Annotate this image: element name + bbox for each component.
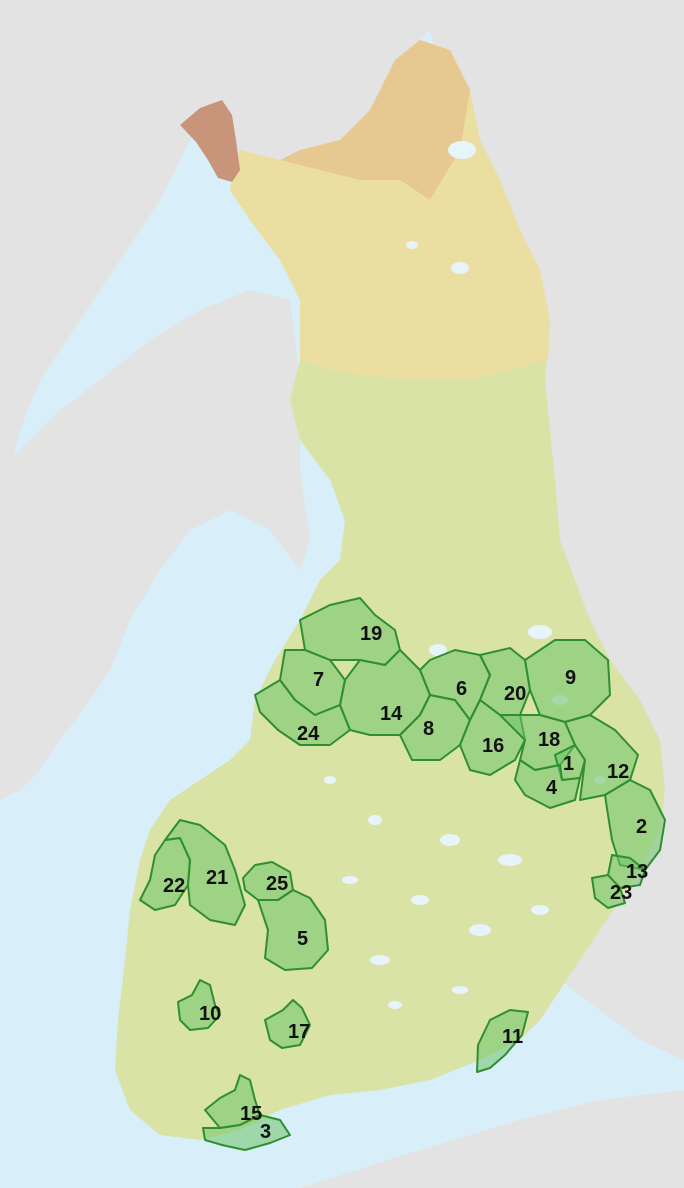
region-label-23: 23 [610,882,632,904]
region-labels: 19 7 24 14 8 6 20 9 16 18 1 4 12 2 13 23… [163,623,648,1143]
region-label-16: 16 [482,735,504,757]
region-9[interactable] [524,639,611,723]
region-label-19: 19 [360,623,382,645]
region-21[interactable] [164,819,246,926]
neighbor-land-sweden-norway [0,0,684,480]
neighbor-land-sweden-south [0,290,310,800]
region-3[interactable] [202,1114,291,1151]
region-label-5: 5 [297,928,308,950]
region-label-10: 10 [199,1003,221,1025]
fell-highlands [280,40,470,200]
region-5[interactable] [257,889,329,971]
region-label-4: 4 [546,777,558,799]
region-label-18: 18 [538,729,560,751]
region-label-11: 11 [502,1026,523,1048]
region-label-9: 9 [565,667,576,689]
fell-peak [180,100,240,182]
northern-lapland-tint [230,40,550,380]
region-label-1: 1 [563,753,574,775]
region-10[interactable] [177,979,221,1031]
study-regions [139,597,666,1151]
region-label-25: 25 [266,873,288,895]
region-label-21: 21 [206,867,228,889]
neighbor-land-russia [430,20,684,1060]
region-label-6: 6 [456,678,467,700]
region-label-3: 3 [260,1121,271,1143]
region-2[interactable] [604,779,666,871]
region-label-8: 8 [423,718,434,740]
region-11[interactable] [476,1009,529,1073]
region-label-17: 17 [288,1021,310,1043]
region-label-2: 2 [636,816,647,838]
region-label-12: 12 [607,761,629,783]
region-label-24: 24 [297,723,320,745]
region-label-20: 20 [504,683,526,705]
region-label-13: 13 [626,861,648,883]
region-label-14: 14 [380,703,403,725]
region-23[interactable] [591,874,626,909]
region-17[interactable] [264,999,311,1049]
region-label-7: 7 [313,669,324,691]
region-label-22: 22 [163,875,185,897]
neighbor-land-estonia [300,1090,684,1188]
region-label-15: 15 [240,1103,262,1125]
region-4[interactable] [514,759,581,809]
